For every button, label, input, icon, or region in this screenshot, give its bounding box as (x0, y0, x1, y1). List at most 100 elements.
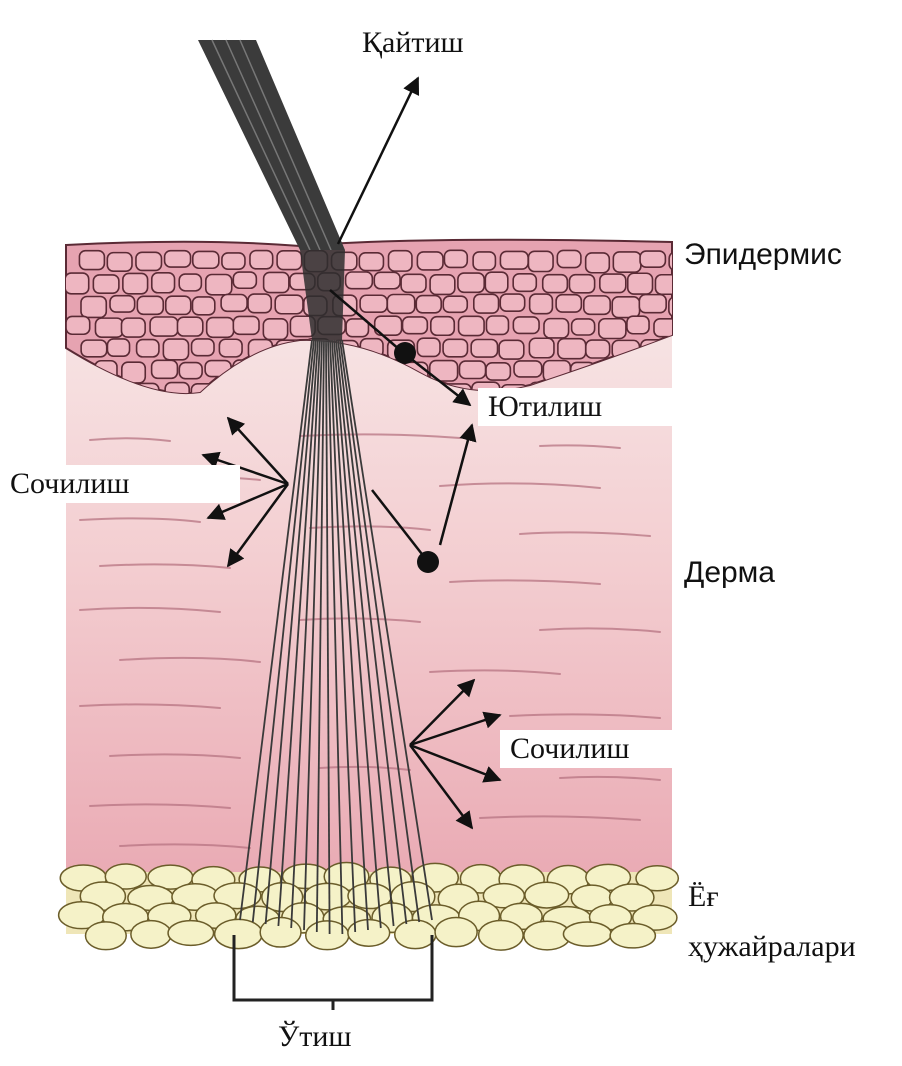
epidermis-cell (403, 317, 428, 334)
epidermis-cell (221, 295, 247, 312)
label-scattering-right: Сочилиш (500, 730, 700, 768)
epidermis-cell (219, 339, 242, 357)
epidermis-cell (513, 317, 539, 333)
epidermis-cell (177, 317, 202, 336)
epidermis-cell (500, 251, 528, 269)
label-epidermis: Эпидермис (684, 238, 842, 272)
fat-cell (395, 920, 436, 949)
epidermis-cell (163, 339, 188, 360)
epidermis-cell (207, 318, 234, 338)
epidermis-cell (359, 253, 383, 271)
epidermis-cell (95, 318, 123, 337)
epidermis-cell (233, 272, 256, 288)
epidermis-cell (346, 272, 373, 289)
epidermis-cell (528, 251, 553, 271)
epidermis-cell (152, 360, 178, 378)
label-scattering-left: Сочилиш (0, 465, 240, 503)
epidermis-cell (640, 251, 665, 267)
epidermis-cell (192, 297, 214, 315)
epidermis-cell (192, 339, 214, 356)
epidermis-cell (486, 316, 508, 334)
epidermis-cell (471, 339, 497, 357)
label-reflection: Қайтиш (362, 26, 464, 60)
epidermis-cell (107, 253, 132, 272)
epidermis-cell (277, 251, 302, 270)
epidermis-cell (248, 294, 271, 313)
epidermis-cell (639, 295, 666, 313)
epidermis-cell (179, 274, 201, 291)
epidermis-cell (486, 363, 510, 380)
epidermis-cell (459, 361, 485, 378)
epidermis-cell (81, 296, 106, 317)
epidermis-cell (417, 252, 443, 270)
fat-cell (479, 920, 524, 950)
epidermis-cell (79, 251, 104, 270)
epidermis-cell (389, 251, 412, 271)
epidermis-cell (150, 317, 178, 336)
epidermis-cell (430, 275, 455, 295)
epidermis-cell (654, 319, 680, 337)
epidermis-cell (500, 294, 524, 311)
epidermis-cell (586, 253, 610, 273)
epidermis-cell (179, 363, 202, 379)
epidermis-cell (459, 316, 485, 335)
epidermis-cell (443, 296, 467, 312)
epidermis-cell (107, 339, 129, 356)
epidermis-cell (416, 296, 441, 313)
fat-cell (131, 921, 171, 949)
epidermis-cell (152, 273, 175, 293)
epidermis-cell (572, 319, 595, 335)
label-absorption: Ютилиш (478, 388, 708, 426)
reflection-arrow (338, 78, 418, 244)
epidermis-cell (387, 294, 414, 313)
epidermis-cell (233, 316, 259, 334)
epidermis-cell (110, 296, 135, 312)
fat-cell (563, 922, 611, 946)
absorber-dot-1 (394, 342, 416, 364)
fat-cell (525, 882, 569, 908)
epidermis-cell (417, 338, 440, 356)
epidermis-cell (136, 252, 162, 270)
epidermis-cell (627, 316, 649, 334)
epidermis-cell (612, 297, 639, 318)
fat-cell (610, 923, 655, 947)
epidermis-cell (557, 250, 581, 267)
epidermis-cell (123, 273, 148, 293)
epidermis-cell (206, 274, 232, 294)
epidermis-cell (530, 294, 553, 314)
absorber-dot-2 (417, 551, 439, 573)
label-dermis: Дерма (684, 556, 775, 590)
epidermis-cell (121, 318, 145, 337)
epidermis-cell (360, 295, 387, 312)
epidermis-cell (556, 295, 581, 312)
epidermis-cell (543, 275, 568, 293)
epidermis-cell (81, 340, 107, 357)
epidermis-cell (569, 275, 594, 293)
epidermis-cell (584, 296, 610, 314)
epidermis-cell (165, 251, 191, 267)
epidermis-cell (431, 317, 454, 336)
label-fat-cells-line1: Ёғ (688, 880, 719, 914)
label-transmission: Ўтиш (278, 1020, 352, 1054)
epidermis-cell (401, 274, 426, 292)
epidermis-cell (250, 251, 273, 269)
epidermis-cell (443, 339, 467, 356)
epidermis-cell (514, 361, 542, 377)
fat-cells-layer (59, 863, 679, 951)
epidermis-cell (613, 252, 641, 272)
epidermis-cell (66, 316, 90, 334)
epidermis-cell (193, 251, 219, 268)
epidermis-cell (93, 275, 119, 293)
epidermis-cell (222, 253, 245, 269)
epidermis-cell (499, 340, 524, 359)
epidermis-cell (444, 250, 467, 267)
epidermis-cell (374, 272, 400, 288)
fat-cell (435, 917, 477, 946)
label-fat-cells-line2: ҳужайралари (688, 930, 856, 964)
epidermis-cell (263, 319, 287, 340)
fat-cell (215, 919, 263, 948)
epidermis-cell (544, 319, 569, 338)
epidermis-cell (655, 275, 680, 295)
